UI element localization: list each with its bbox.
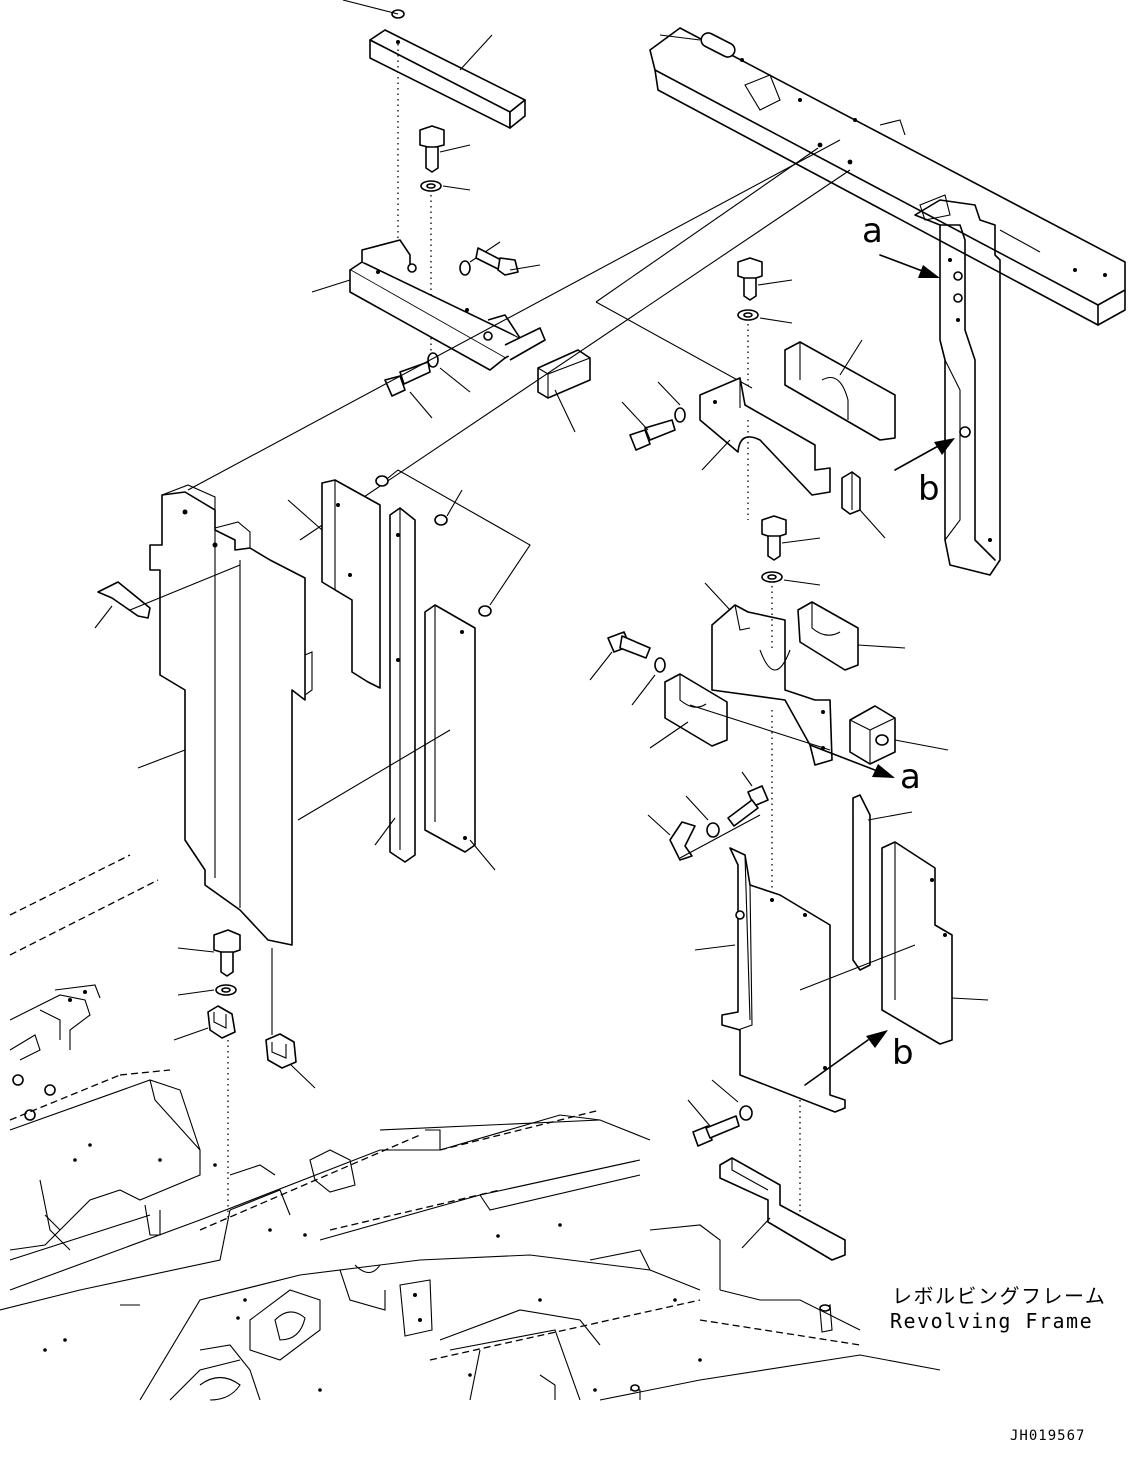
washer-lower-left (177, 984, 237, 996)
washer-right-5 (685, 795, 720, 838)
arrow-view-a-upper (879, 254, 940, 278)
rubber-pad-upper-left (369, 29, 526, 129)
bolt-under-bracket (384, 361, 433, 419)
clip-right (647, 814, 696, 861)
washer-top-left (420, 180, 471, 192)
bolt-top-left (419, 125, 471, 173)
bottom-rail-right (719, 1157, 846, 1261)
right-vertical-bracket (914, 194, 1001, 576)
arrow-view-a-lower (809, 744, 895, 778)
rubber-block-small-left (537, 349, 591, 433)
right-side-cover (694, 847, 846, 1113)
strip-right-vertical (852, 794, 913, 971)
bolt-lower-left (177, 929, 241, 977)
washer-right-3 (761, 571, 821, 586)
view-marker-b-upper: b (918, 469, 940, 509)
pad-right-lower-wide (881, 841, 989, 1045)
pad-notched-left (287, 479, 381, 689)
bolt-mid-left-horizontal (475, 247, 541, 276)
rubber-block-small-right (841, 471, 886, 539)
mounting-bracket-right-middle (704, 582, 833, 766)
bolt-right-2 (621, 401, 676, 451)
clip-lower-center (265, 1033, 316, 1089)
washer-right-6 (711, 1079, 753, 1121)
revolving-frame-background (0, 854, 941, 1401)
bolt-right-5 (727, 771, 769, 827)
washer-right-1 (737, 309, 793, 324)
frame-label-japanese: レボルビングフレーム (892, 1284, 1106, 1308)
arrow-view-b-upper (894, 438, 955, 471)
mounting-bracket-right-upper (699, 377, 831, 496)
view-marker-a-upper: a (862, 211, 883, 251)
frame-label-english: Revolving Frame (890, 1309, 1093, 1333)
strip-tall-left (374, 507, 416, 863)
pad-notched-right-a (797, 601, 906, 671)
clip-lower-left (173, 1005, 236, 1041)
strip-wide-left (424, 604, 496, 871)
left-side-cover (137, 484, 313, 946)
bolt-right-4 (589, 631, 651, 681)
washer-mid-left (459, 241, 501, 276)
washer-right-4 (631, 657, 666, 706)
small-round-pad-top (342, 0, 405, 19)
arrow-view-b-lower (804, 1030, 888, 1086)
clip-left (94, 581, 151, 629)
pad-notched-right-b (649, 673, 728, 749)
rubber-pad-right-upper (784, 339, 896, 441)
round-seal-3 (478, 605, 492, 617)
view-marker-b-lower: b (892, 1033, 914, 1073)
round-seal-2 (434, 514, 448, 526)
view-marker-a-lower: a (900, 757, 921, 797)
drawing-number: JH019567 (1010, 1428, 1085, 1444)
mounting-bracket-upper-left (311, 239, 546, 371)
frame-label-block: レボルビングフレーム Revolving Frame (890, 1284, 1106, 1333)
washer-right-2 (657, 381, 686, 423)
bolt-right-3 (761, 515, 821, 561)
bolt-right-6 (687, 1099, 740, 1147)
bolt-right-1 (737, 257, 793, 301)
upper-frame-beam (649, 27, 1126, 326)
round-seal-1 (375, 475, 389, 487)
pad-block-with-hole (849, 705, 949, 765)
washer-under-bracket (427, 352, 471, 393)
